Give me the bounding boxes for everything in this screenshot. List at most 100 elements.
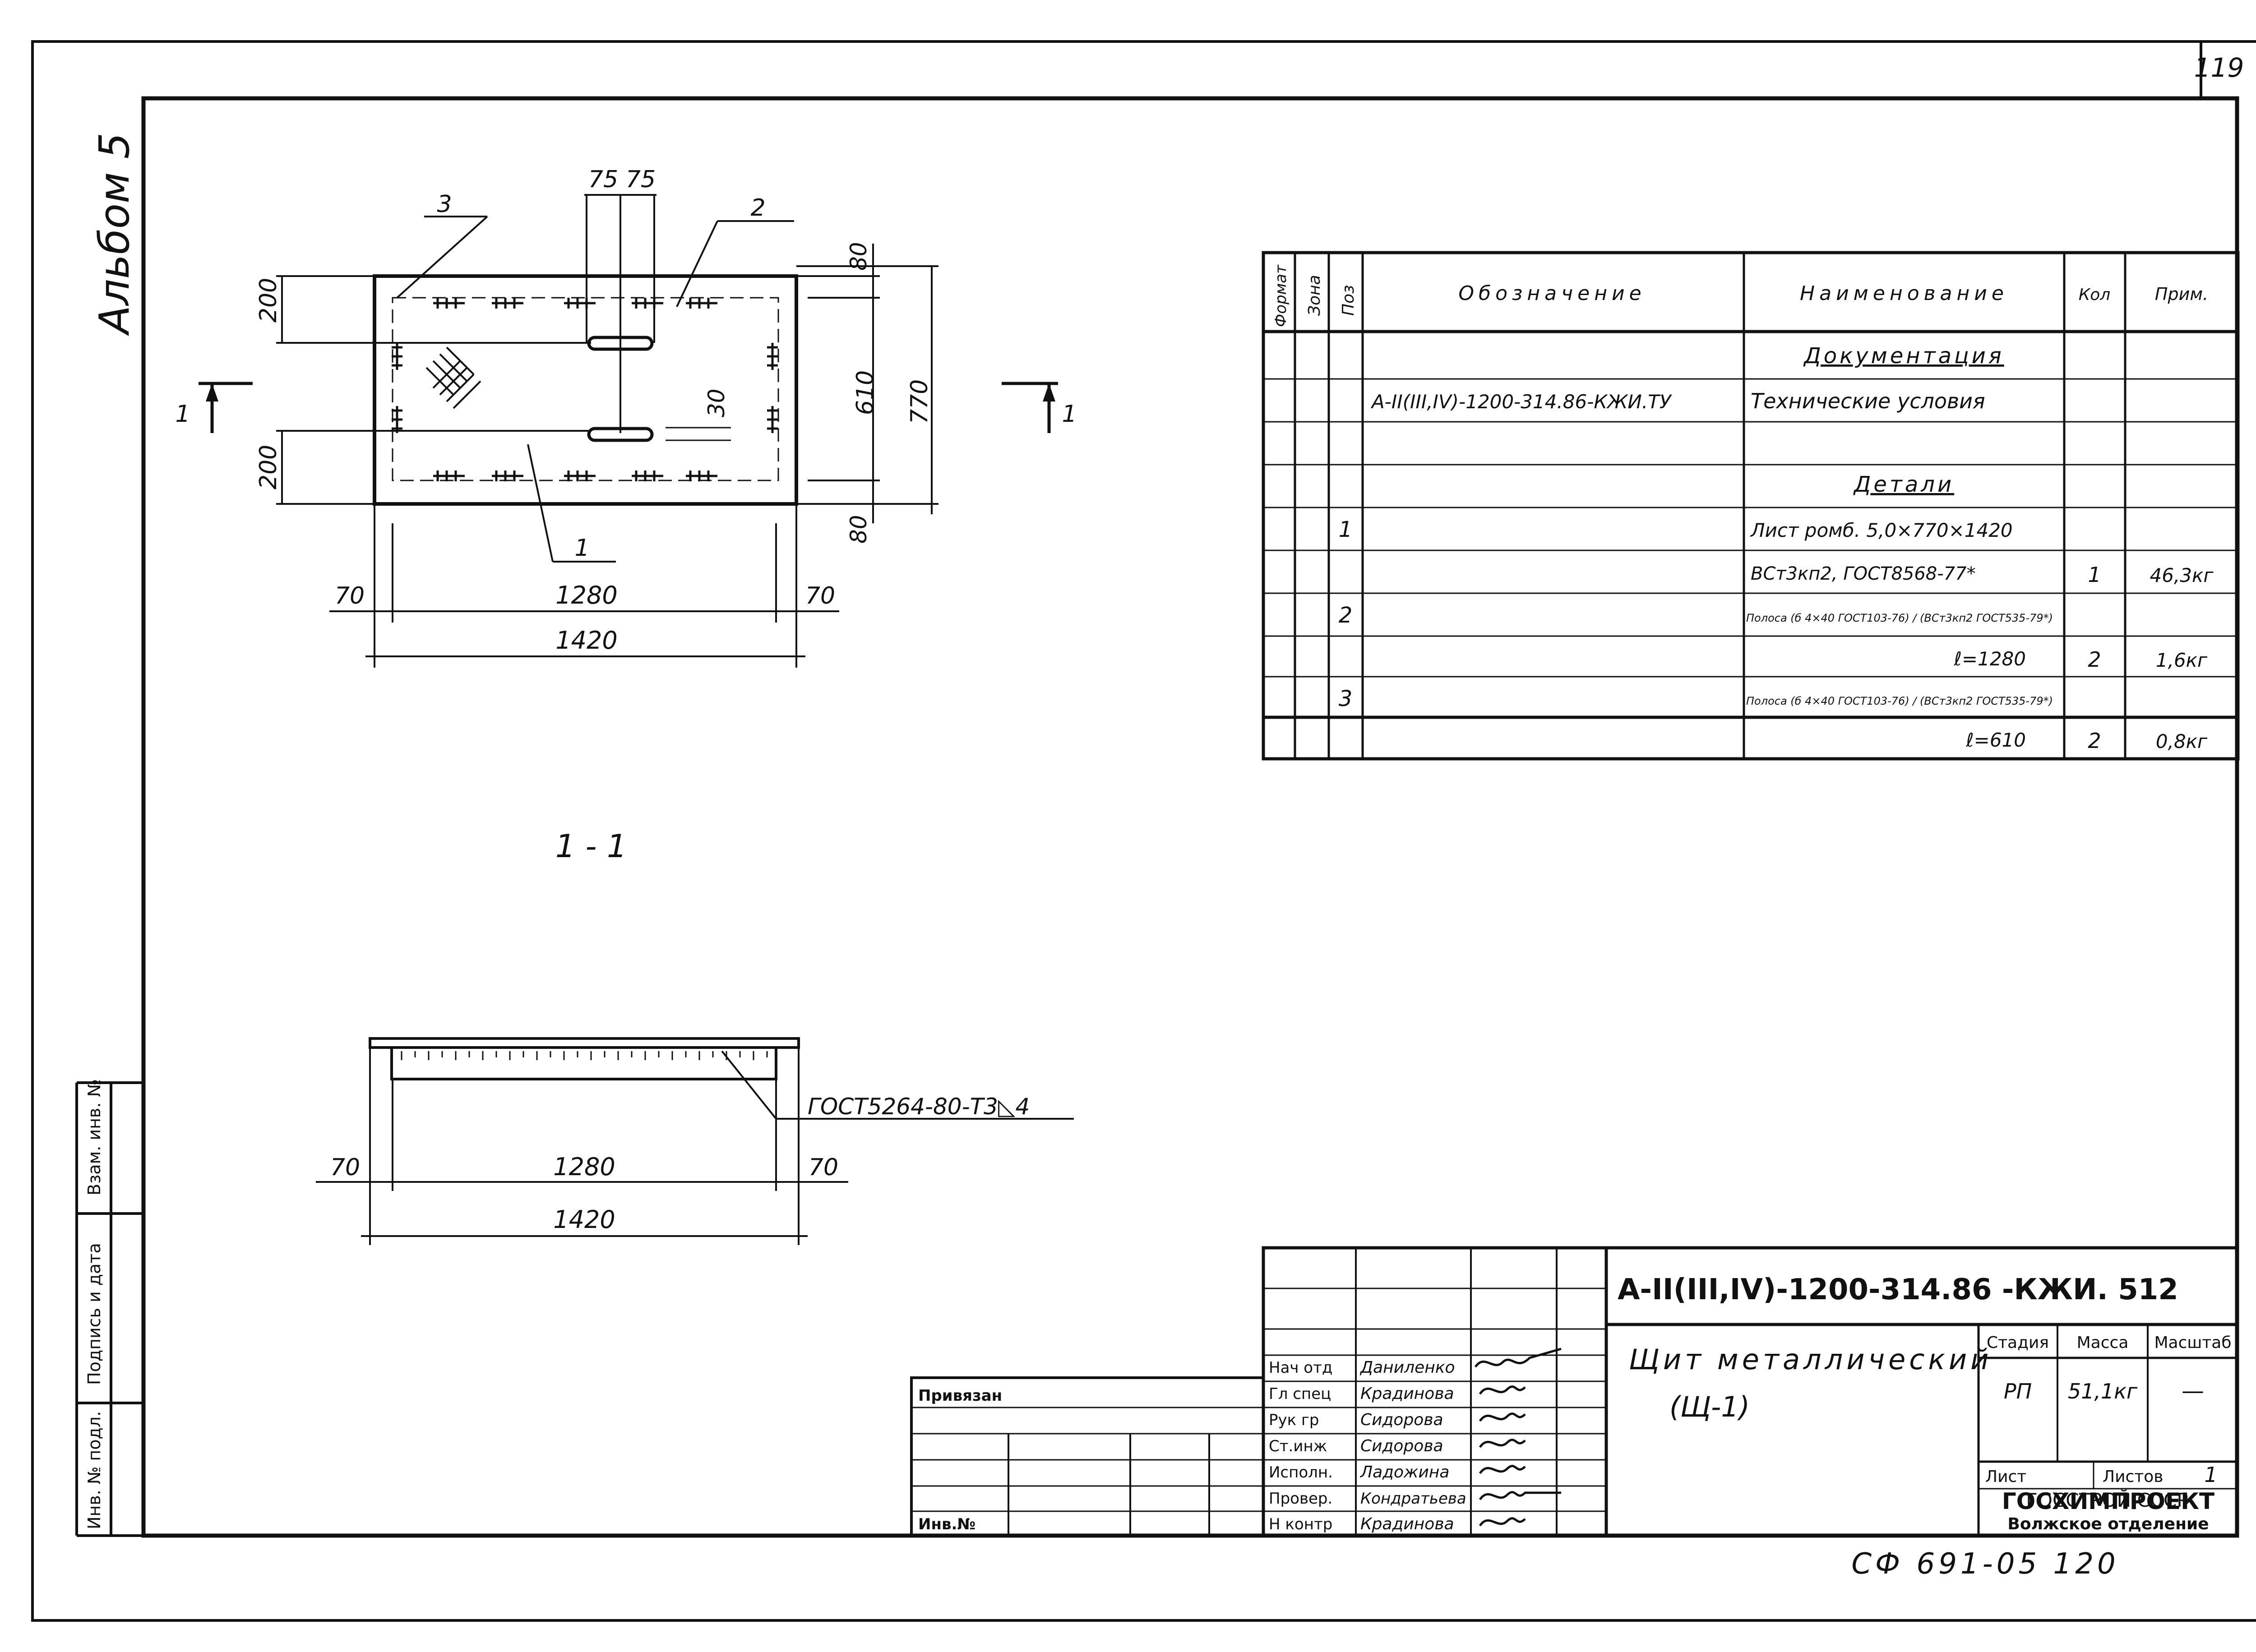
row-note: 0,8кг [2156, 730, 2208, 752]
signer-role: Н контр [1269, 1515, 1332, 1533]
sheets-label: Листов [2103, 1467, 2163, 1486]
signer-name: Даниленко [1359, 1358, 1455, 1377]
dim-80-bottom: 80 [846, 515, 872, 544]
bound-label: Привязан [918, 1387, 1002, 1405]
table-row: Документация [1803, 343, 2004, 369]
section-dim-70-left: 70 [330, 1154, 360, 1181]
side-stamp-signature: Подпись и дата [84, 1243, 104, 1385]
table-row: А-II(III,IV)-1200-314.86-КЖИ.ТУ Техничес… [1370, 389, 1985, 413]
outer-frame [31, 40, 2256, 1622]
header-zone: Зона [1305, 275, 1324, 316]
row-designation: А-II(III,IV)-1200-314.86-КЖИ.ТУ [1370, 391, 1672, 413]
table-row: 1 Лист ромб. 5,0×770×1420 [1339, 517, 2013, 542]
sheet-label: Лист [1985, 1467, 2026, 1486]
signer-name: Крадинова [1360, 1515, 1454, 1533]
stage-value: РП [2004, 1379, 2032, 1403]
row-pos: 1 [1339, 517, 1353, 542]
table-row: ℓ=610 2 0,8кг [1965, 729, 2208, 753]
stage-label: Стадия [1987, 1334, 2049, 1352]
row-name: ℓ=1280 [1954, 648, 2026, 670]
callout-2: 2 [750, 194, 765, 221]
signer-name: Крадинова [1360, 1384, 1454, 1403]
scale-value: — [2182, 1378, 2204, 1404]
weld-marks [392, 298, 778, 481]
doc-code: А-II(III,IV)-1200-314.86 -КЖИ. 512 [1618, 1273, 2178, 1306]
row-pos: 3 [1339, 686, 1353, 711]
title-block: А-II(III,IV)-1200-314.86 -КЖИ. 512 Щит м… [910, 1246, 2239, 1537]
page-number: 119 [2194, 52, 2244, 83]
section-mark-right: 1 [1062, 401, 1077, 428]
side-stamp-replacement: Взам. инв. № [84, 1079, 104, 1195]
table-row: 3 Полоса (б 4×40 ГОСТ103-76) / (ВСт3кп2 … [1339, 686, 2053, 711]
signer-name: Кондратьева [1360, 1490, 1466, 1508]
signer-role: Исполн. [1269, 1463, 1333, 1481]
plan-view: 75 75 200 200 30 80 610 80 770 70 1280 7… [175, 166, 1077, 668]
row-pos: 2 [1339, 603, 1353, 628]
dim-1280: 1280 [555, 581, 617, 609]
table-row: ℓ=1280 2 1,6кг [1954, 647, 2208, 672]
row-name: ВСт3кп2, ГОСТ8568-77* [1751, 563, 1976, 584]
signer-role: Гл спец [1269, 1385, 1331, 1403]
signers: Нач отд Даниленко Гл спец Крадинова Рук … [1269, 1358, 1466, 1533]
row-qty: 2 [2088, 647, 2101, 672]
dim-30: 30 [703, 388, 730, 417]
row-name: Лист ромб. 5,0×770×1420 [1750, 519, 2013, 541]
row-name: Документация [1803, 343, 2004, 369]
sheets-value: 1 [2204, 1463, 2217, 1487]
signer-name: Сидорова [1360, 1437, 1443, 1455]
header-note: Прим. [2155, 284, 2208, 304]
dim-70-right: 70 [805, 582, 835, 609]
spec-table: Формат Зона Поз Обозначение Наименование… [1262, 251, 2240, 761]
drawing-title-line2: (Щ-1) [1669, 1390, 1750, 1423]
mass-value: 51,1кг [2068, 1379, 2138, 1403]
weld-note: ГОСТ5264-80-Т3◺4 [808, 1094, 1030, 1120]
header-designation: Обозначение [1458, 282, 1646, 305]
header-pos: Поз [1339, 285, 1358, 316]
dim-80-top: 80 [846, 242, 872, 271]
dim-75-a: 75 [588, 166, 618, 193]
dim-200-top: 200 [255, 278, 282, 323]
section-mark-left: 1 [175, 401, 190, 428]
callout-1: 1 [574, 535, 589, 562]
org-block: ГОСХИМПРОЕКТ Волжское отделение [1981, 1464, 2236, 1532]
dim-75-b: 75 [626, 166, 656, 193]
inv-label: Инв.№ [918, 1515, 975, 1533]
drawing-title-line1: Щит металлический [1629, 1343, 1992, 1376]
header-format: Формат [1272, 264, 1290, 327]
row-name: Полоса (б 4×40 ГОСТ103-76) / (ВСт3кп2 ГО… [1746, 695, 2053, 707]
dim-70-left: 70 [335, 582, 365, 609]
dim-1420: 1420 [555, 626, 617, 655]
row-name: ℓ=610 [1965, 729, 2026, 751]
table-row: ВСт3кп2, ГОСТ8568-77* 1 46,3кг [1751, 563, 2214, 587]
signer-role: Провер. [1269, 1490, 1332, 1508]
signer-role: Ст.инж [1269, 1437, 1327, 1455]
row-qty: 1 [2088, 563, 2101, 587]
diamond-pattern-sample [425, 346, 481, 409]
signatures [1474, 1347, 1562, 1527]
row-name: Полоса (б 4×40 ГОСТ103-76) / (ВСт3кп2 ГО… [1746, 612, 2053, 624]
mass-label: Масса [2077, 1334, 2129, 1352]
dim-610: 610 [852, 370, 879, 415]
org-line2: ГОСХИМПРОЕКТ [2002, 1488, 2215, 1514]
org-line1: ГОССТРОЙ СССР [2026, 1489, 2188, 1511]
side-stamp-original: Инв. № подл. [84, 1411, 104, 1529]
section-title: 1 - 1 [555, 828, 627, 865]
scale-label: Масштаб [2154, 1334, 2231, 1352]
signer-role: Нач отд [1269, 1359, 1332, 1377]
side-stamp: Взам. инв. № Подпись и дата Инв. № подл. [75, 1079, 143, 1537]
header-qty: Кол [2079, 286, 2111, 304]
row-note: 1,6кг [2156, 649, 2208, 671]
row-qty: 2 [2088, 729, 2101, 753]
section-strip [390, 1046, 777, 1080]
bottom-code: СФ 691-05 120 [1851, 1547, 2119, 1581]
section-dim-1280: 1280 [553, 1153, 615, 1181]
album-label: Альбом 5 [90, 133, 139, 336]
section-dim-70-right: 70 [809, 1154, 838, 1181]
section-dim-1420: 1420 [553, 1205, 615, 1234]
signer-role: Рук гр [1269, 1411, 1319, 1429]
org-line3: Волжское отделение [2007, 1515, 2209, 1533]
row-name: Детали [1853, 472, 1954, 497]
section-view: 1 - 1 ГОСТ5264-80-Т3◺4 70 1280 70 1420 [316, 828, 1074, 1245]
